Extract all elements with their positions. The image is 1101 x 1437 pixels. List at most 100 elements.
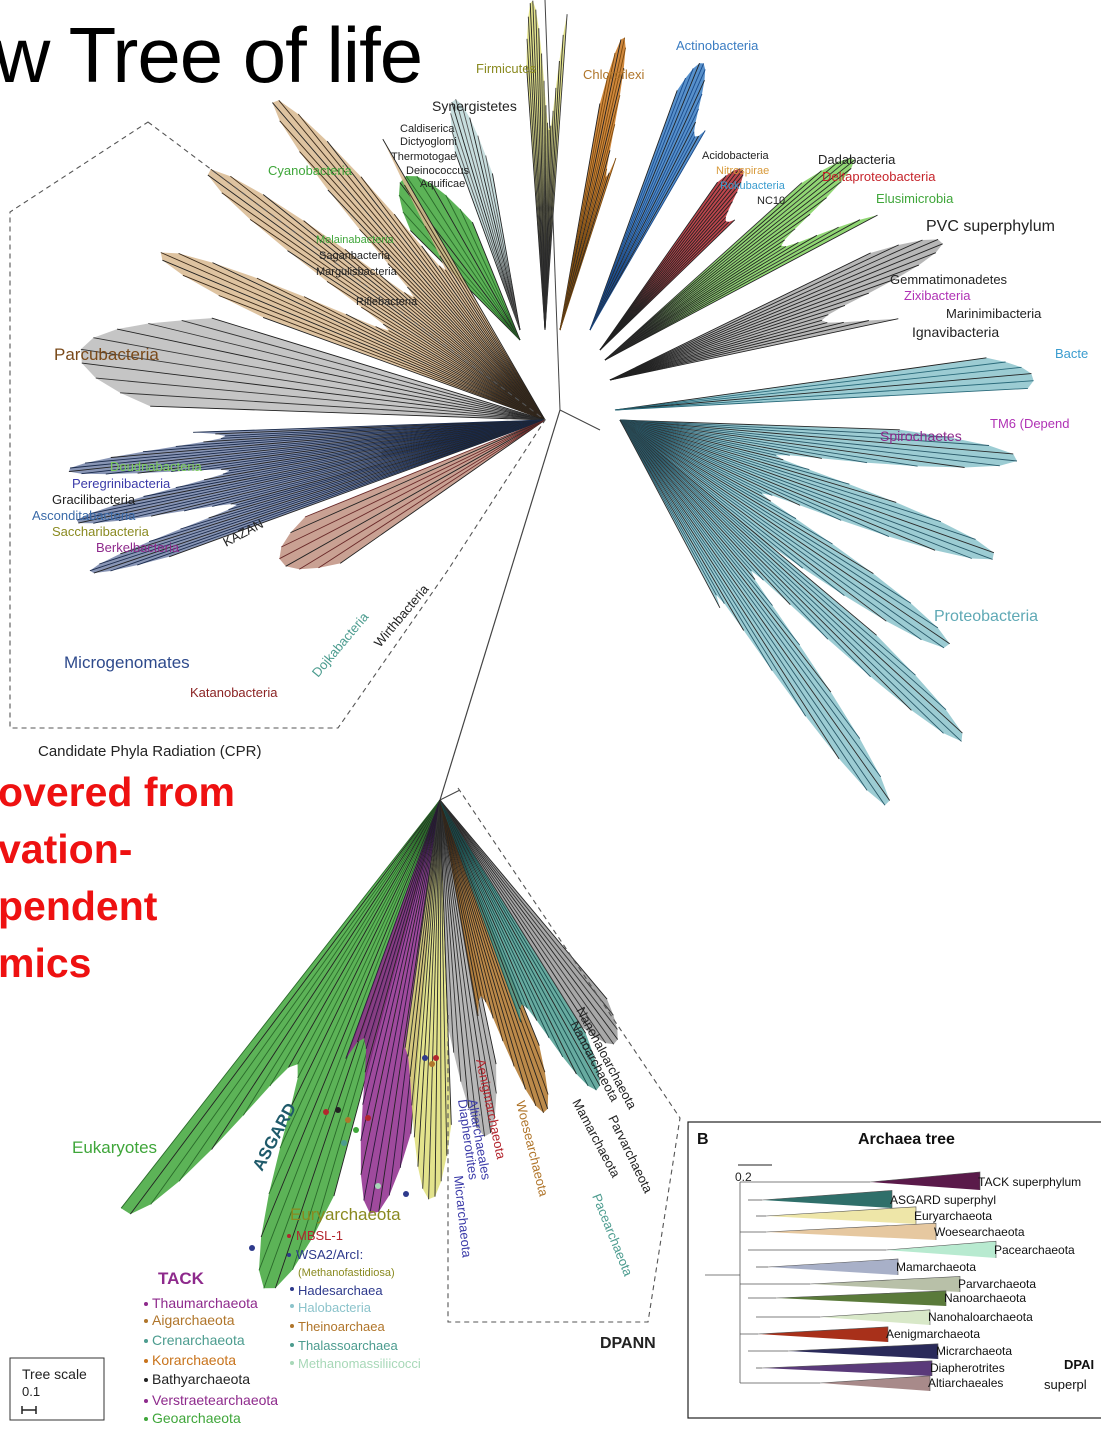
branch-line (619, 419, 801, 646)
branch-line (285, 419, 546, 567)
branch-line (439, 799, 582, 1027)
branch-line (619, 419, 807, 717)
branch-line (439, 799, 589, 1087)
branch-line (439, 799, 614, 1016)
branch-line (439, 799, 523, 1005)
label-dadabacteria: Dadabacteria (818, 152, 896, 167)
branch-line (614, 366, 1022, 411)
label-dictyoglomi: Dictyoglomi (400, 136, 457, 148)
branch-line (439, 799, 549, 1109)
branch-line (599, 169, 744, 351)
branch-line (609, 252, 871, 381)
branch-line (619, 419, 1018, 462)
branch-line (599, 174, 744, 351)
branch-line (439, 799, 479, 1017)
branch-line (339, 419, 546, 564)
branch-line (327, 189, 546, 421)
inset-clade-label: TACK superphylum (978, 1175, 1081, 1189)
svg-text:MBSL-1: MBSL-1 (296, 1228, 343, 1243)
branch-line (589, 135, 699, 331)
svg-text:Theinoarchaea: Theinoarchaea (298, 1319, 385, 1334)
branch-line (445, 194, 521, 341)
branch-line (439, 799, 492, 1134)
label-riflebacteria: Riflebacteria (356, 296, 418, 308)
inset-clade-label: Euryarchaeota (914, 1209, 992, 1223)
branch-line (288, 799, 441, 1068)
label-acidobacteria: Acidobacteria (702, 150, 770, 162)
clade-shade (620, 420, 1017, 648)
eury-list-item: MBSL-1 (287, 1228, 343, 1243)
branch-line (439, 799, 521, 1010)
branch-line (619, 419, 922, 641)
clade-fan (439, 799, 549, 1113)
branch-line (303, 220, 546, 421)
label-berkelbacteria: Berkelbacteria (96, 540, 180, 555)
inset-clade-wedge (757, 1326, 889, 1342)
eury-list-item: Methanomassiliicocci (290, 1356, 421, 1371)
tip-dot (335, 1107, 341, 1113)
label-deltaproteobacteria: Deltaproteobacteria (822, 169, 936, 184)
branch-line (388, 330, 546, 421)
branch-line (439, 799, 600, 1074)
branch-line (589, 77, 686, 331)
branch-line (604, 226, 839, 361)
inset-clade-wedge (765, 1222, 937, 1240)
clade-fan (614, 357, 1034, 411)
branch-line (619, 419, 801, 506)
branch-line (619, 419, 886, 806)
inset-clade-wedge (885, 1240, 997, 1258)
inset-clade-row: Aenigmarchaeota (740, 1326, 980, 1342)
branch-line (589, 63, 705, 331)
inset-clade-wedge (761, 1190, 893, 1208)
label-aquificae: Aquificae (420, 178, 465, 190)
branch-line (609, 243, 943, 381)
eury-list: MBSL-1 WSA2/ArcI: (Methanofastidiosa) Ha… (287, 1228, 421, 1371)
branch-line (477, 135, 521, 331)
inset-clade-row: Diapherotrites (756, 1360, 1005, 1376)
branch-line (171, 419, 546, 473)
branch-line (454, 151, 521, 331)
branch-line (411, 799, 441, 1106)
branch-line (439, 799, 594, 1056)
branch-line (455, 99, 521, 331)
eury-list-item: Halobacteria (290, 1300, 372, 1315)
branch-line (604, 219, 861, 361)
branch-line (84, 419, 546, 464)
page-title: w Tree of life (0, 11, 423, 99)
branch-line (93, 337, 546, 421)
branch-line (471, 222, 521, 341)
branch-line (619, 419, 832, 693)
branch-line (604, 161, 839, 361)
branch-line (439, 799, 607, 1044)
branch-line (242, 799, 441, 1116)
branch-line (182, 274, 546, 421)
eury-list-item: (Methanofastidiosa) (298, 1267, 395, 1279)
branch-line (168, 419, 546, 558)
clade-shade (80, 318, 546, 420)
tip-dot (345, 1117, 351, 1123)
branch-line (299, 419, 546, 570)
branch-line (619, 419, 752, 572)
branch-line (604, 197, 827, 361)
branch-line (382, 323, 546, 421)
branch-line (619, 419, 868, 791)
branch-line (424, 225, 546, 421)
branch-line (269, 799, 441, 1087)
branch-line (360, 306, 546, 421)
branch-line (89, 419, 546, 515)
branch-line (559, 75, 609, 331)
branch-line (297, 799, 441, 1065)
branch-line (439, 799, 478, 1128)
branch-line (609, 320, 870, 381)
branch-line (599, 175, 727, 351)
branch-line (398, 194, 521, 341)
label-caldiserica: Caldiserica (400, 123, 455, 135)
label-margulisbacteria: Margulisbacteria (316, 266, 398, 278)
branch-line (599, 219, 736, 351)
branch-line (421, 245, 546, 421)
branch-line (78, 419, 546, 524)
branch-line (619, 419, 882, 778)
branch-line (619, 419, 916, 676)
branch-line (619, 419, 829, 640)
